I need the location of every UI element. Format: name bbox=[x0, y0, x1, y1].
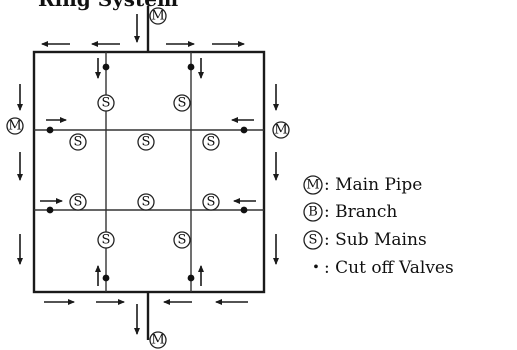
sub-symbol: S bbox=[137, 133, 155, 151]
legend-symbol: B bbox=[308, 205, 318, 220]
valve-left-bottom bbox=[46, 206, 54, 214]
valve-right-bottom bbox=[240, 206, 248, 214]
legend-item-sub-mains: S : Sub Mains bbox=[303, 230, 427, 250]
ring-main bbox=[32, 50, 266, 294]
sub-symbol-label: S bbox=[142, 135, 151, 150]
cutoff-valves bbox=[46, 63, 248, 282]
sub-symbol-circle bbox=[97, 94, 115, 112]
sub-symbol: S bbox=[69, 133, 87, 151]
sub-symbol-circle bbox=[97, 231, 115, 249]
legend-label: : Cut off Valves bbox=[324, 258, 454, 278]
main-pipe-symbol-circle bbox=[149, 7, 167, 25]
sub-symbol-label: S bbox=[142, 195, 151, 210]
main-symbol-left: M bbox=[6, 117, 24, 135]
sub-symbol-circle bbox=[137, 133, 155, 151]
main-pipe-symbol-circle bbox=[6, 117, 24, 135]
sub-symbol-circle bbox=[137, 193, 155, 211]
legend-label: : Main Pipe bbox=[324, 175, 422, 195]
sub-symbol-label: S bbox=[102, 233, 111, 248]
sub-symbol-label: S bbox=[178, 96, 187, 111]
sub-symbol-label: S bbox=[207, 135, 216, 150]
sub-symbol: S bbox=[173, 231, 191, 249]
valve-top-right bbox=[187, 63, 195, 71]
sub-symbol: S bbox=[173, 94, 191, 112]
main-pipe-symbol-label: M bbox=[151, 333, 164, 348]
sub-symbol-label: S bbox=[207, 195, 216, 210]
sub-symbol-circle bbox=[202, 133, 220, 151]
legend-item-cutoff-valves: • : Cut off Valves bbox=[312, 258, 454, 278]
sub-main-symbols: S S S S S S S S S S bbox=[69, 94, 220, 249]
valve-bottom-right bbox=[187, 274, 195, 282]
sub-symbol-circle bbox=[173, 231, 191, 249]
main-pipe-symbol-circle bbox=[149, 331, 167, 349]
sub-symbol: S bbox=[202, 133, 220, 151]
sub-symbol: S bbox=[202, 193, 220, 211]
sub-symbol-circle bbox=[202, 193, 220, 211]
legend-label: : Branch bbox=[324, 202, 397, 222]
valve-left-top bbox=[46, 126, 54, 134]
main-pipe-symbol-label: M bbox=[274, 123, 287, 138]
legend-symbol: • bbox=[312, 261, 320, 276]
valve-top-left bbox=[102, 63, 110, 71]
diagram-title: Ring System bbox=[38, 0, 178, 11]
sub-symbol-label: S bbox=[74, 135, 83, 150]
main-pipe-symbol-label: M bbox=[151, 9, 164, 24]
sub-symbol: S bbox=[69, 193, 87, 211]
legend-label: : Sub Mains bbox=[324, 230, 427, 250]
main-symbol-right: M bbox=[272, 121, 290, 139]
main-pipe-symbol-circle bbox=[272, 121, 290, 139]
sub-symbol-circle bbox=[69, 193, 87, 211]
legend-item-main-pipe: M : Main Pipe bbox=[303, 175, 422, 195]
legend-symbol-circle bbox=[303, 175, 323, 195]
legend-symbol: S bbox=[309, 233, 318, 248]
legend-item-branch: B : Branch bbox=[303, 202, 397, 222]
main-symbol-bottom: M bbox=[149, 331, 167, 349]
sub-symbol: S bbox=[97, 231, 115, 249]
legend-symbol-circle bbox=[303, 202, 323, 222]
sub-symbol-label: S bbox=[102, 96, 111, 111]
sub-symbol-label: S bbox=[178, 233, 187, 248]
legend-symbol-circle bbox=[303, 230, 323, 250]
main-pipe-symbol-label: M bbox=[8, 119, 21, 134]
main-symbol-top: M bbox=[149, 7, 167, 25]
valve-right-top bbox=[240, 126, 248, 134]
valve-bottom-left bbox=[102, 274, 110, 282]
sub-symbol: S bbox=[137, 193, 155, 211]
sub-symbol-circle bbox=[69, 133, 87, 151]
flow-arrows bbox=[17, 14, 279, 335]
sub-symbol-label: S bbox=[74, 195, 83, 210]
legend-symbol: M bbox=[306, 178, 319, 193]
sub-symbol: S bbox=[97, 94, 115, 112]
legend: M : Main Pipe B : Branch S : Sub Mains •… bbox=[303, 175, 454, 278]
sub-symbol-circle bbox=[173, 94, 191, 112]
